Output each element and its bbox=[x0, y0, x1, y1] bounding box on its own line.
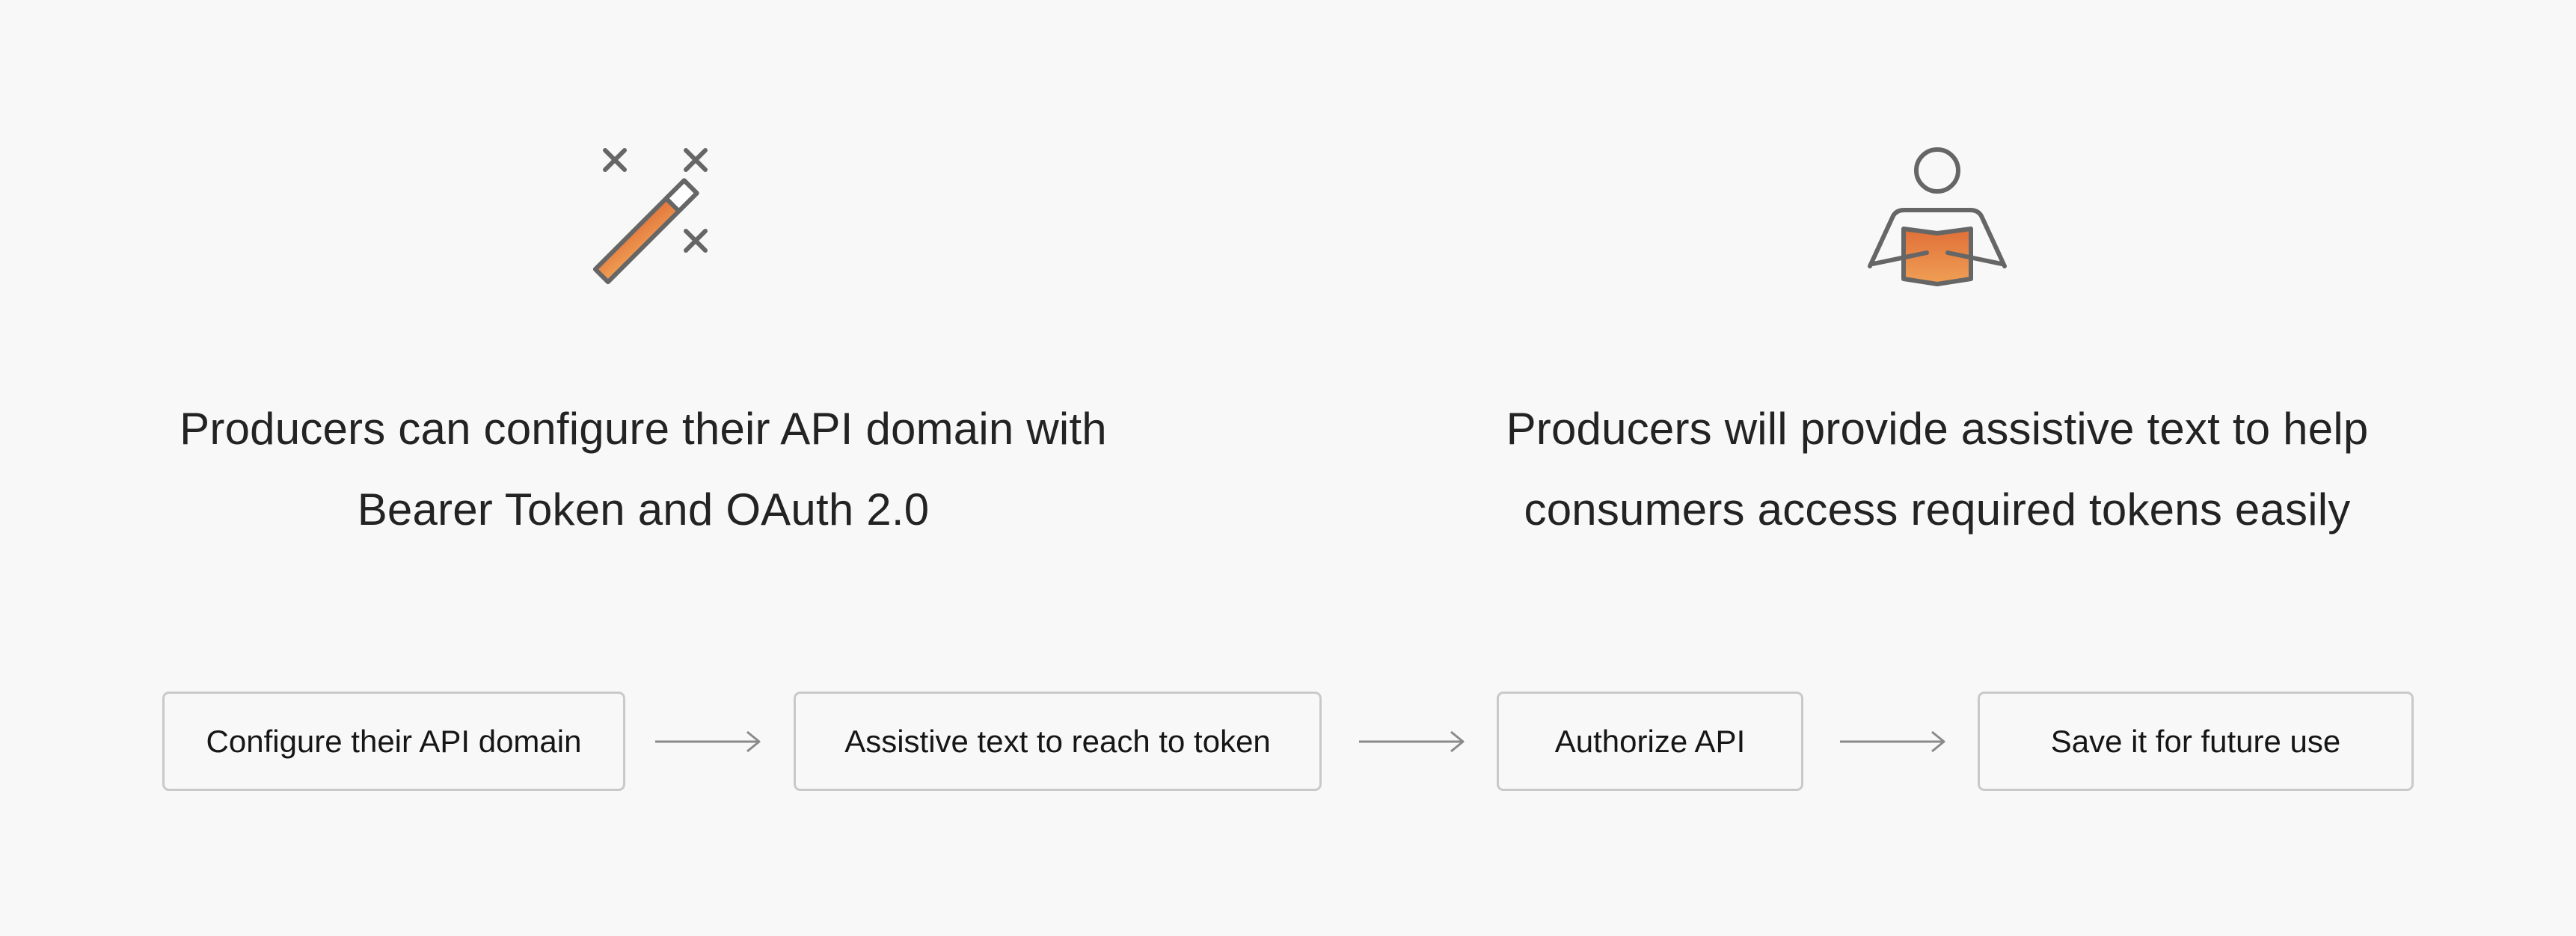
feature-assistive-text-description: Producers will provide assistive text to… bbox=[1339, 389, 2536, 550]
person-reading-book-icon bbox=[1868, 147, 2007, 286]
feature-configure-description: Producers can configure their API domain… bbox=[45, 389, 1242, 550]
caption-line: Producers can configure their API domain… bbox=[180, 404, 1107, 454]
flow-step-authorize-api: Authorize API bbox=[1497, 692, 1803, 791]
caption-line: Bearer Token and OAuth 2.0 bbox=[357, 484, 930, 535]
caption-line: Producers will provide assistive text to… bbox=[1506, 404, 2369, 454]
caption-line: consumers access required tokens easily bbox=[1524, 484, 2351, 535]
magic-wand-icon bbox=[592, 148, 708, 285]
flow-step-save-for-future: Save it for future use bbox=[1978, 692, 2414, 791]
flow-step-label: Configure their API domain bbox=[206, 723, 582, 759]
flow-step-configure-domain: Configure their API domain bbox=[162, 692, 625, 791]
arrow-right-icon bbox=[655, 730, 761, 753]
flow-step-label: Assistive text to reach to token bbox=[844, 723, 1271, 759]
arrow-right-icon bbox=[1840, 730, 1945, 753]
flow-step-label: Save it for future use bbox=[2050, 723, 2341, 759]
flow-step-label: Authorize API bbox=[1554, 723, 1746, 759]
flow-step-assistive-text: Assistive text to reach to token bbox=[794, 692, 1322, 791]
arrow-right-icon bbox=[1359, 730, 1465, 753]
